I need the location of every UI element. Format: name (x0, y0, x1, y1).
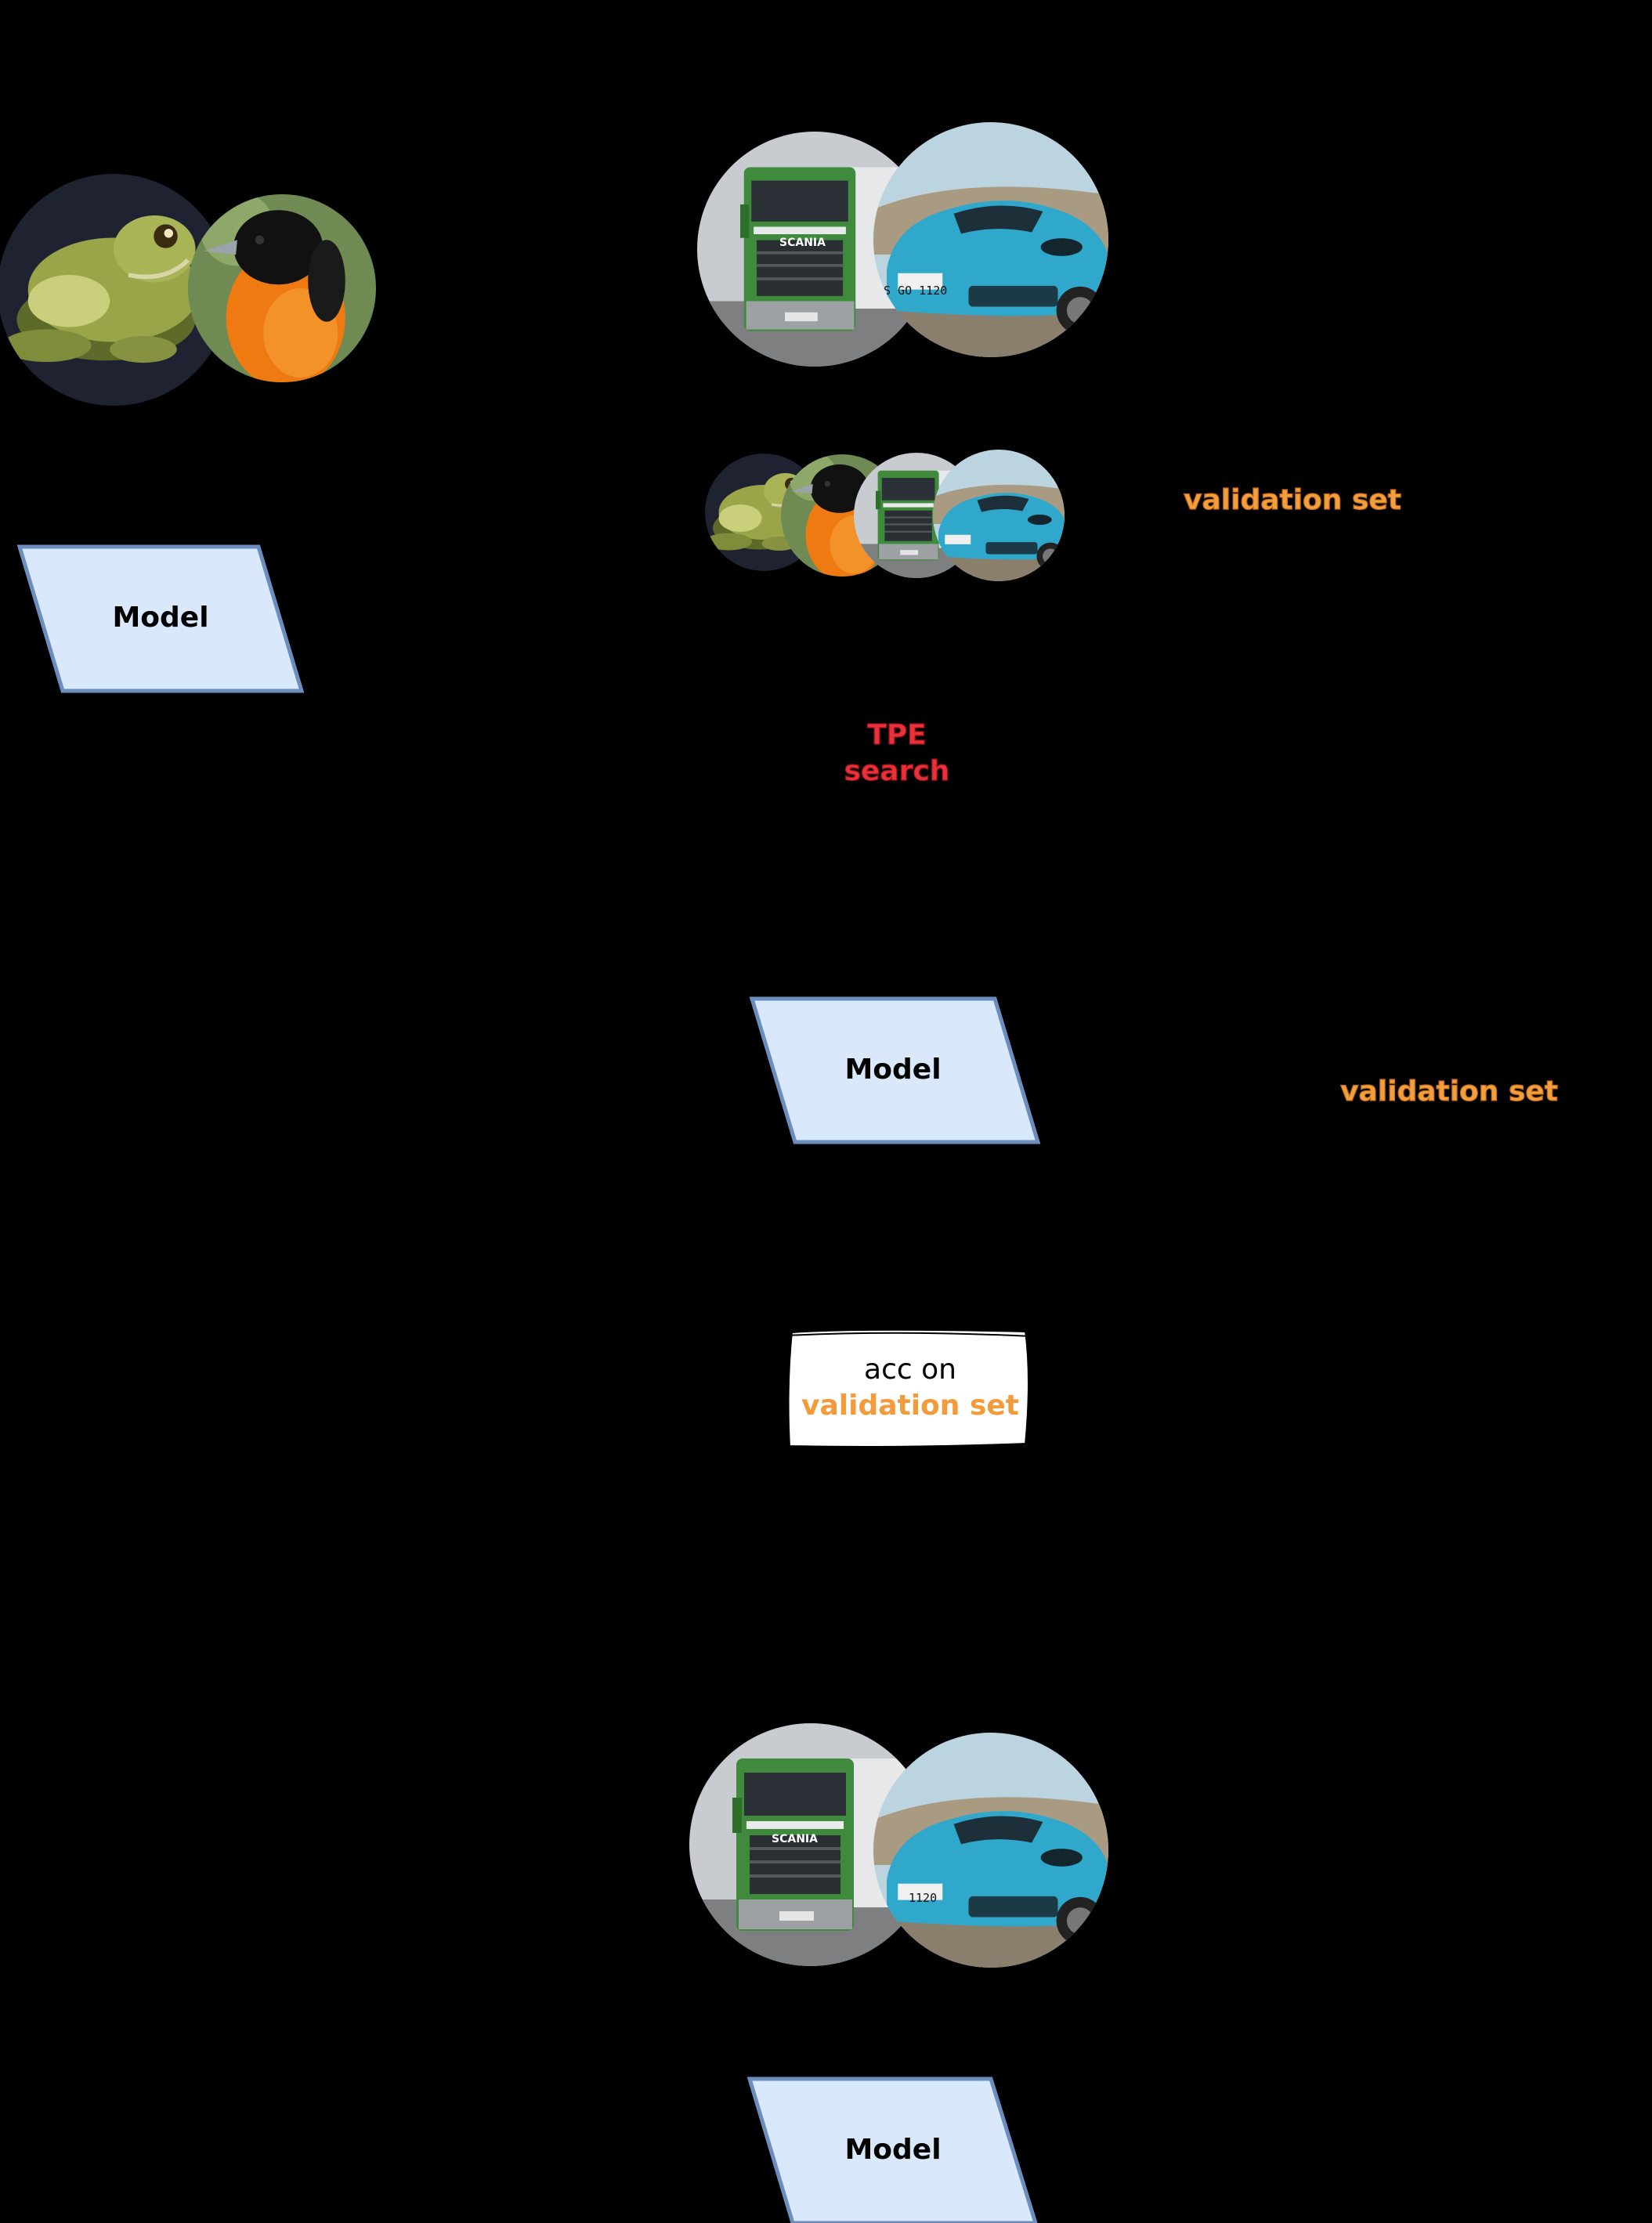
model-box-2-label: Model (844, 1054, 941, 1086)
acc-box: acc on validation set (786, 1327, 1032, 1452)
truck-image: SCANIA (697, 132, 932, 367)
vehicle-images-bottom: SCANIA 1120 (689, 1723, 1108, 1968)
acc-box-line2: validation set (801, 1390, 1019, 1422)
car-image-bottom: 1120 (873, 1733, 1108, 1968)
truck-brand-text: SCANIA (779, 237, 826, 249)
model-box-3-label: Model (844, 2134, 941, 2166)
car-image: S GO 1120 (873, 122, 1108, 357)
tpe-search-label: TPE search (844, 718, 950, 787)
train-images (0, 171, 376, 409)
vehicle-images-top: SCANIA S GO 1120 (697, 122, 1108, 367)
mixed-images (705, 450, 1065, 581)
bird-image (188, 194, 376, 382)
car-plate-text-bottom: 1120 (909, 1891, 937, 1905)
car-plate-text: S GO 1120 (884, 284, 947, 298)
truck-image-bottom: SCANIA (689, 1723, 932, 1966)
model-box-1-label: Model (112, 602, 208, 634)
model-box-3: Model (746, 2077, 1038, 2223)
model-box-1: Model (16, 544, 305, 693)
tpe-label-line1: TPE (867, 719, 927, 751)
validation-set-label-1: validation set (1184, 484, 1401, 516)
validation-set-label-2: validation set (1340, 1075, 1558, 1108)
acc-box-line1: acc on (864, 1354, 956, 1386)
truck-brand-text-bottom: SCANIA (772, 1833, 818, 1845)
tpe-label-line2: search (844, 755, 950, 787)
model-box-2: Model (749, 996, 1041, 1144)
